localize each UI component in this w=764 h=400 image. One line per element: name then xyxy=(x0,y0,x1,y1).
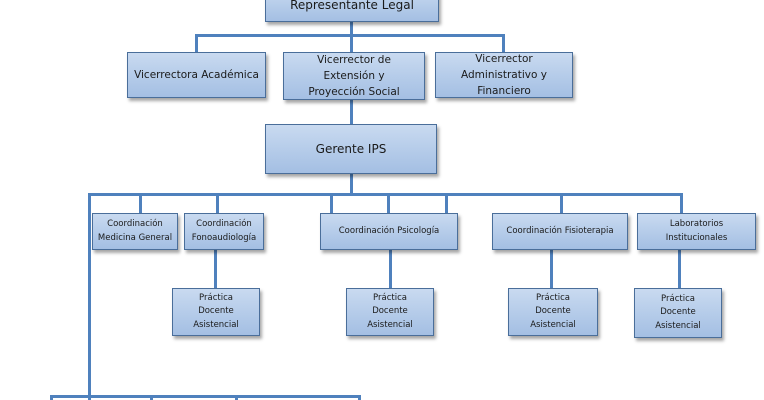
box-vicerrectora-academica: Vicerrectora Académica xyxy=(127,52,266,98)
box-practica-fisioterapia: Práctica Docente Asistencial xyxy=(508,288,598,336)
box-label: Práctica Docente Asistencial xyxy=(367,293,413,330)
connector-top-down xyxy=(350,22,353,36)
connector-to-gerente xyxy=(350,100,353,124)
connector-bottom-3 xyxy=(235,395,238,400)
connector-vicerrectora-academica xyxy=(195,34,198,52)
box-label: Laboratorios Institucionales xyxy=(665,219,728,243)
box-label: Coordinación Fonoaudiología xyxy=(191,219,257,243)
box-vicerrector-extension: Vicerrector de Extensión y Proyección So… xyxy=(283,52,425,100)
box-laboratorios-institucionales: Laboratorios Institucionales xyxy=(637,213,756,250)
connector-psicologia-mid xyxy=(387,193,390,213)
box-coordinacion-medicina-general: Coordinación Medicina General xyxy=(92,213,178,250)
connector-gerente-down xyxy=(350,174,353,195)
connector-fono-practica xyxy=(214,250,217,288)
connector-bottom-bar xyxy=(50,395,360,398)
box-practica-psicologia: Práctica Docente Asistencial xyxy=(346,288,434,336)
connector-psicologia-right xyxy=(445,193,448,213)
box-label: Práctica Docente Asistencial xyxy=(530,293,576,330)
box-label: Coordinación Fisioterapia xyxy=(506,225,614,236)
box-vicerrector-administrativo: Vicerrector Administrativo y Financiero xyxy=(435,52,573,98)
box-label: Coordinación Psicología xyxy=(338,225,440,236)
box-representante-legal: Representante Legal xyxy=(265,0,439,22)
box-coordinacion-fisioterapia: Coordinación Fisioterapia xyxy=(492,213,628,250)
box-practica-fonoaudiologia: Práctica Docente Asistencial xyxy=(172,288,260,336)
box-label: Práctica Docente Asistencial xyxy=(655,294,701,331)
connector-medicina xyxy=(139,193,142,213)
connector-fisioterapia xyxy=(560,193,563,213)
connector-psico-practica xyxy=(389,250,392,288)
connector-bottom-1 xyxy=(50,395,53,400)
box-label: Vicerrector Administrativo y Financiero xyxy=(461,52,547,98)
connector-fonoaudiologia xyxy=(216,193,219,213)
box-label: Práctica Docente Asistencial xyxy=(193,293,239,330)
box-label: Vicerrector de Extensión y Proyección So… xyxy=(308,53,400,99)
connector-vicerrector-extension xyxy=(350,34,353,52)
box-coordinacion-fonoaudiologia: Coordinación Fonoaudiología xyxy=(184,213,264,250)
connector-bottom-2 xyxy=(150,395,153,400)
connector-vicerrector-administrativo xyxy=(502,34,505,52)
box-label: Vicerrectora Académica xyxy=(134,68,259,81)
connector-left-trunk xyxy=(88,193,91,400)
connector-coordinaciones-bar xyxy=(88,193,682,196)
box-gerente-ips: Gerente IPS xyxy=(265,124,437,174)
connector-bottom-4 xyxy=(358,395,361,400)
connector-psicologia-left xyxy=(330,193,333,213)
connector-lab-practica xyxy=(678,250,681,288)
connector-fisio-practica xyxy=(550,250,553,288)
box-label: Representante Legal xyxy=(290,0,414,12)
box-label: Gerente IPS xyxy=(315,141,387,156)
connector-laboratorios xyxy=(680,193,683,213)
box-coordinacion-psicologia: Coordinación Psicología xyxy=(320,213,458,250)
connector-vicerrectorias-bar xyxy=(195,34,504,37)
box-practica-laboratorios: Práctica Docente Asistencial xyxy=(634,288,722,338)
box-label: Coordinación Medicina General xyxy=(97,219,173,243)
